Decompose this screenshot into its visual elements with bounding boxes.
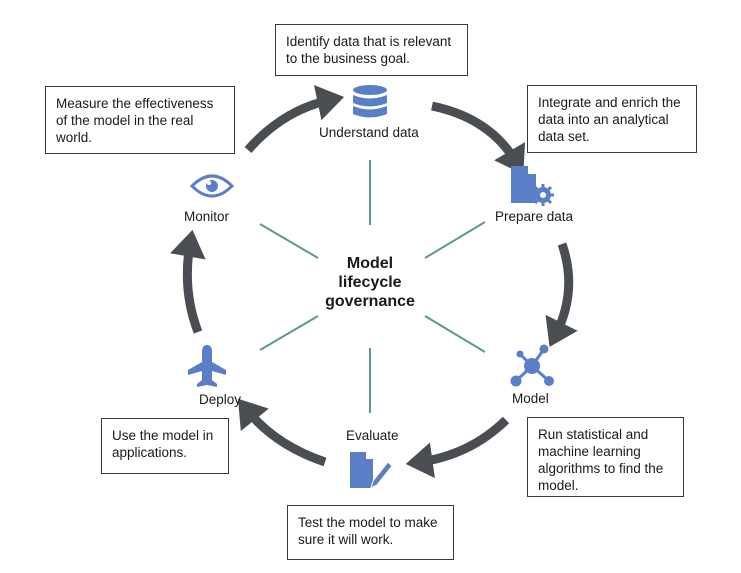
spoke-deploy — [259, 315, 319, 351]
description-deploy: Use the model in applications. — [101, 418, 229, 474]
description-model: Run statistical and machine learning alg… — [527, 417, 684, 497]
spoke-prepare — [424, 221, 486, 259]
airplane-icon — [188, 345, 226, 387]
center-title: Model lifecycle governance — [300, 254, 440, 311]
spokes — [259, 160, 486, 413]
stage-label-monitor: Monitor — [184, 209, 230, 224]
description-monitor: Measure the effectiveness of the model i… — [45, 86, 235, 154]
database-icon — [353, 85, 387, 118]
cycle-arrows — [170, 85, 578, 479]
network-nodes-icon — [510, 344, 554, 387]
spoke-monitor — [259, 223, 319, 259]
stage-label-evaluate: Evaluate — [346, 428, 399, 443]
center-title-line3: governance — [325, 293, 415, 310]
description-prepare: Integrate and enrich the data into an an… — [527, 85, 697, 153]
description-evaluate: Test the model to make sure it will work… — [287, 505, 454, 560]
arrow-deploy-to-monitor — [170, 229, 206, 334]
arrow-evaluate-to-deploy — [238, 398, 327, 467]
arrow-prepare-to-model — [545, 242, 578, 347]
document-gear-icon — [511, 166, 554, 206]
arrow-understand-to-prepare — [431, 101, 526, 175]
arrow-monitor-to-understand — [244, 85, 345, 153]
stage-label-understand: Understand data — [319, 125, 419, 140]
spoke-model — [424, 315, 486, 353]
description-understand: Identify data that is relevant to the bu… — [275, 24, 468, 76]
stage-label-model: Model — [512, 391, 549, 406]
center-title-line2: lifecycle — [338, 274, 402, 291]
arrow-model-to-evaluate — [405, 416, 510, 479]
eye-icon — [189, 174, 235, 198]
document-pencil-icon — [350, 452, 393, 489]
stage-label-prepare: Prepare data — [495, 209, 574, 224]
center-title-line1: Model — [346, 255, 394, 272]
stage-label-deploy: Deploy — [199, 392, 242, 407]
